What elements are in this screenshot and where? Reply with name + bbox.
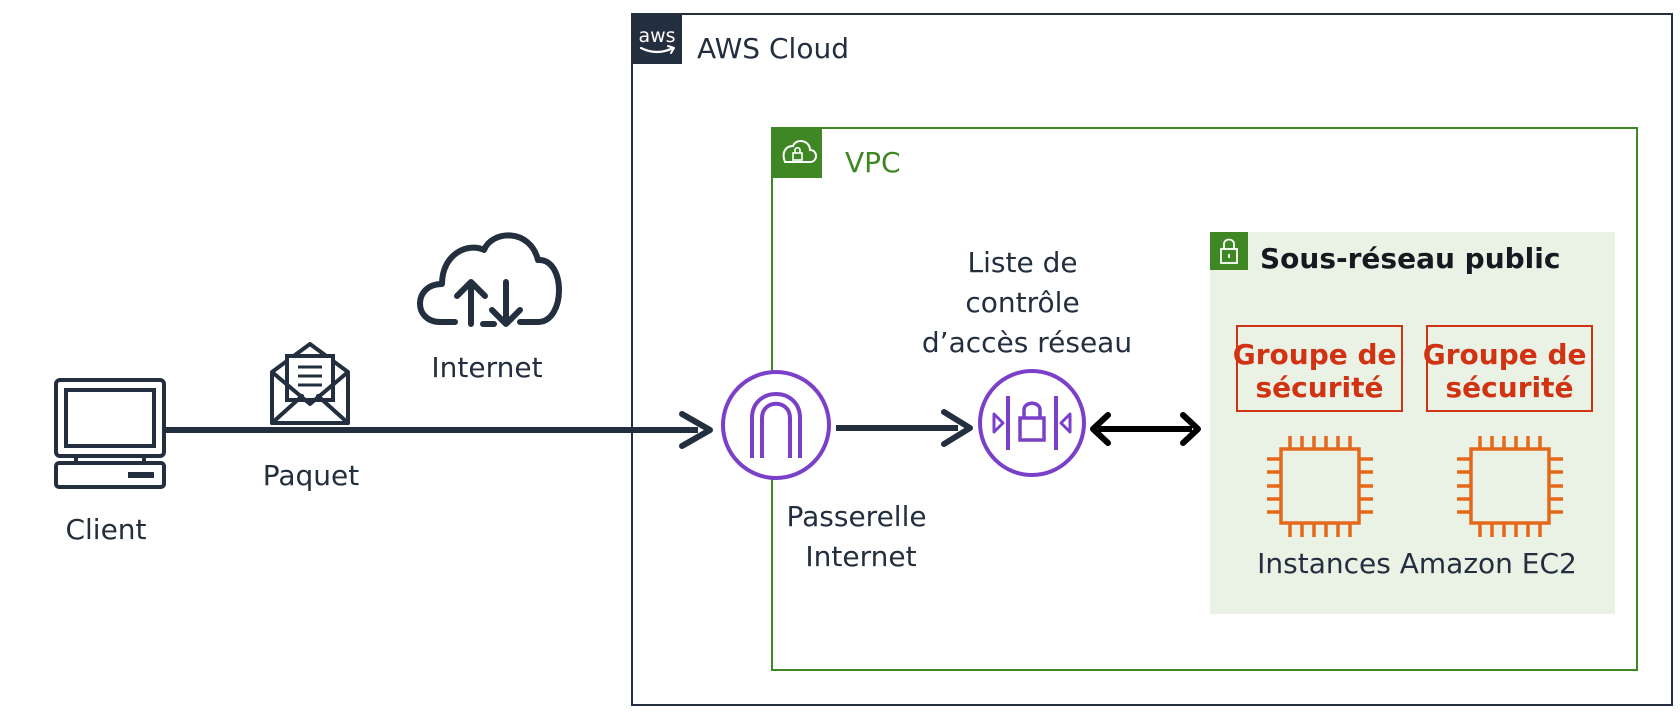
security-group-box [1236, 325, 1403, 412]
svg-text:Groupe de sécurité: Groupe de sécurité [1423, 338, 1597, 404]
ec2-chip-icon [1457, 436, 1563, 537]
packet-label: Paquet [263, 459, 360, 492]
vpc-label: VPC [845, 146, 901, 179]
ec2-chip-icon [1267, 436, 1373, 537]
aws-cloud-label: AWS Cloud [697, 32, 849, 65]
public-subnet-label: Sous-réseau public [1260, 242, 1560, 275]
svg-text:aws: aws [638, 25, 675, 47]
client-label: Client [65, 513, 146, 546]
security-group-1: Groupe de sécurité [1233, 325, 1407, 412]
nacl-label-line2: contrôle [965, 286, 1079, 319]
security-group-box [1426, 325, 1593, 412]
security-group-2: Groupe de sécurité [1423, 325, 1597, 412]
internet-gateway-icon [721, 370, 831, 480]
arrow-head-icon [941, 409, 973, 447]
svg-text:Groupe de sécurité: Groupe de sécurité [1233, 338, 1407, 404]
security-group-label-line2: sécurité [1256, 371, 1384, 404]
nacl-label-line1: Liste de [968, 246, 1078, 279]
arrow-head-left-icon [1090, 412, 1111, 446]
network-acl-icon [978, 369, 1086, 477]
internet-gateway-label-line2: Internet [805, 540, 916, 573]
subnet-lock-icon [1210, 232, 1248, 270]
internet-label: Internet [431, 351, 542, 384]
security-group-label-line1: Groupe de [1423, 338, 1587, 371]
security-group-label-line2: sécurité [1446, 371, 1574, 404]
arrow-head-icon [679, 411, 713, 449]
aws-logo-icon: aws [632, 14, 682, 64]
ec2-instances-label: Instances Amazon EC2 [1257, 547, 1577, 580]
nacl-label-line3: d’accès réseau [922, 326, 1132, 359]
public-subnet-group: Sous-réseau public Groupe de sécurité Gr… [1210, 232, 1615, 614]
client-computer-icon [54, 378, 166, 489]
aws-cloud-border [631, 13, 1673, 706]
packet-envelope-icon [270, 342, 350, 425]
svg-text:Liste de contrôle d’ac: Liste de contrôle d’accès réseau [922, 246, 1132, 359]
internet-gateway-label-line1: Passerelle [786, 500, 926, 533]
public-subnet-area [1210, 232, 1615, 614]
aws-cloud-group: aws AWS Cloud [631, 13, 1673, 706]
internet-cloud-icon [417, 232, 562, 327]
security-group-label-line1: Groupe de [1233, 338, 1397, 371]
vpc-cloud-lock-icon [772, 128, 822, 178]
arrow-head-right-icon [1180, 412, 1201, 446]
svg-text:Passerelle Internet: Passerelle Internet [786, 500, 935, 573]
